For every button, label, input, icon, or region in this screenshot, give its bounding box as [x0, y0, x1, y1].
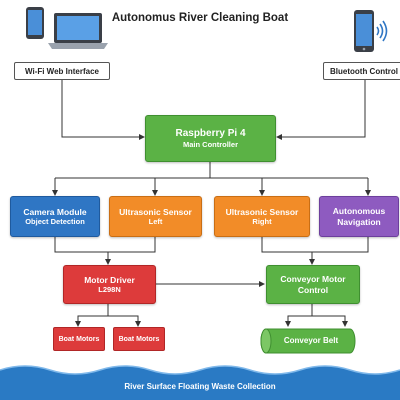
motor-driver-model: L298N: [98, 285, 121, 295]
laptop-phone-icon: [26, 7, 108, 49]
conveyor-belt-label: Conveyor Belt: [283, 336, 339, 345]
wifi-web-interface-label: Wi-Fi Web Interface: [14, 62, 110, 80]
conveyor-motor-detail: Control: [297, 284, 329, 295]
water-waves: [0, 365, 400, 400]
boat-motors-left-label: Boat Motors: [58, 335, 100, 343]
conveyor-motor-control-node: Conveyor Motor Control: [266, 265, 360, 304]
ultrasonic-left-name: Ultrasonic Sensor: [119, 206, 192, 217]
ultrasonic-right-name: Ultrasonic Sensor: [225, 206, 299, 217]
navigation-detail: Navigation: [337, 216, 381, 227]
autonomous-navigation-node: Autonomous Navigation: [319, 196, 399, 237]
boat-motors-left: Boat Motors: [53, 327, 105, 351]
motor-driver-name: Motor Driver: [84, 274, 135, 285]
boat-motors-right: Boat Motors: [113, 327, 165, 351]
boat-motors-right-label: Boat Motors: [118, 335, 160, 343]
camera-name: Camera Module: [23, 206, 87, 217]
bluetooth-control-label: Bluetooth Control: [323, 62, 400, 80]
diagram-title: Autonomus River Cleaning Boat: [111, 12, 289, 24]
raspberry-pi-node: Raspberry Pi 4 Main Controller: [145, 115, 276, 162]
motor-driver-node: Motor Driver L298N: [63, 265, 156, 304]
ultrasonic-left-detail: Left: [148, 217, 163, 227]
waste-collection-label: River Surface Floating Waste Collection: [124, 382, 276, 391]
conveyor-motor-name: Conveyor Motor: [280, 273, 346, 284]
camera-module-node: Camera Module Object Detection: [10, 196, 100, 237]
bluetooth-label-text: Bluetooth Control: [330, 66, 398, 76]
phone-wireless-icon: [354, 10, 388, 52]
ultrasonic-right-detail: Right: [252, 217, 272, 227]
navigation-name: Autonomous: [332, 205, 386, 216]
controller-role: Main Controller: [182, 140, 238, 150]
ultrasonic-right-node: Ultrasonic Sensor Right: [214, 196, 310, 237]
camera-detail: Object Detection: [25, 217, 85, 227]
wifi-label-text: Wi-Fi Web Interface: [24, 66, 99, 76]
controller-name: Raspberry Pi 4: [175, 127, 246, 139]
ultrasonic-left-node: Ultrasonic Sensor Left: [109, 196, 202, 237]
conveyor-belt-shape: [260, 328, 356, 354]
